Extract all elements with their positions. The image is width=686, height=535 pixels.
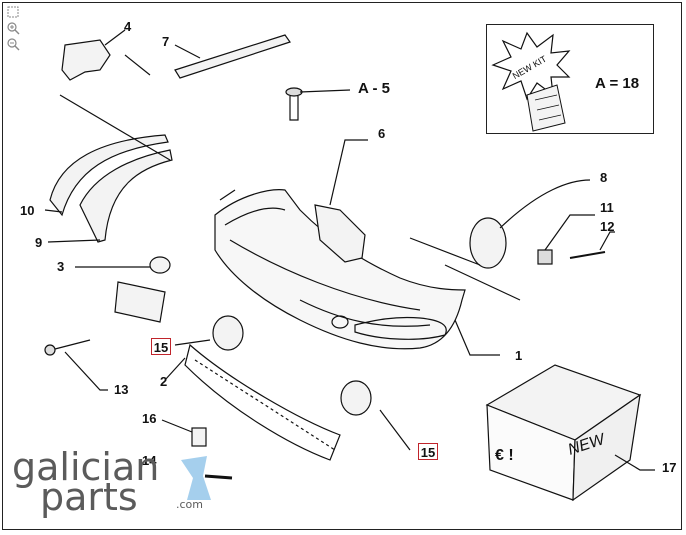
part-7-shape[interactable] — [174, 34, 291, 79]
part-13-shape[interactable] — [44, 339, 91, 356]
label-11: 11 — [600, 200, 614, 215]
part-9-shape[interactable] — [79, 149, 173, 243]
part-3-shape[interactable] — [149, 256, 171, 274]
label-15-upper: 15 — [151, 338, 171, 355]
part-12-shape[interactable] — [569, 251, 606, 259]
zoom-out-icon[interactable] — [6, 37, 20, 51]
label-9: 9 — [35, 235, 42, 250]
part-a5-shape[interactable] — [285, 87, 303, 121]
label-13: 13 — [114, 382, 128, 397]
part-11-shape[interactable] — [537, 249, 553, 265]
fit-page-icon[interactable] — [6, 5, 20, 19]
label-1: 1 — [515, 348, 522, 363]
label-16: 16 — [142, 411, 156, 426]
part-8-shape[interactable] — [469, 217, 507, 269]
label-4: 4 — [124, 19, 132, 34]
galicianparts-logo: galician parts .com — [12, 448, 232, 518]
label-15-lower: 15 — [418, 443, 438, 460]
crate-symbol-text: € ! — [495, 447, 514, 464]
label-6: 6 — [378, 126, 385, 141]
part-2-shape[interactable] — [184, 343, 341, 461]
label-10: 10 — [20, 203, 34, 218]
part-15-upper-shape[interactable] — [212, 315, 244, 351]
label-2: 2 — [160, 374, 167, 389]
logo-line2: parts — [40, 475, 138, 519]
label-14: 14 — [142, 453, 157, 468]
part-4-shape[interactable] — [61, 39, 111, 81]
logo-accent-icon — [181, 456, 211, 500]
new-kit-burst-icon: NEW KIT — [491, 31, 571, 132]
label-3: 3 — [57, 259, 64, 274]
label-a5: A - 5 — [358, 80, 390, 97]
label-7: 7 — [162, 34, 169, 49]
part-14-shape[interactable] — [204, 474, 233, 480]
label-12: 12 — [600, 219, 614, 234]
label-8: 8 — [600, 170, 607, 185]
zoom-in-icon[interactable] — [6, 21, 20, 35]
part-16-shape[interactable] — [191, 427, 207, 447]
logo-line1: galician — [12, 445, 160, 489]
logo-domain: .com — [176, 498, 203, 511]
part-6-shape[interactable] — [314, 204, 366, 263]
inset-formula: A = 18 — [595, 75, 640, 92]
part-10-shape[interactable] — [49, 134, 169, 217]
viewer-toolbar — [6, 5, 24, 53]
new-kit-inset: NEW KIT — [486, 24, 654, 134]
license-plate-bracket[interactable] — [114, 281, 166, 323]
part-17-crate[interactable] — [485, 364, 642, 502]
part-15-lower-shape[interactable] — [340, 380, 372, 416]
label-17: 17 — [662, 460, 676, 475]
bumper-shape[interactable] — [214, 189, 466, 350]
